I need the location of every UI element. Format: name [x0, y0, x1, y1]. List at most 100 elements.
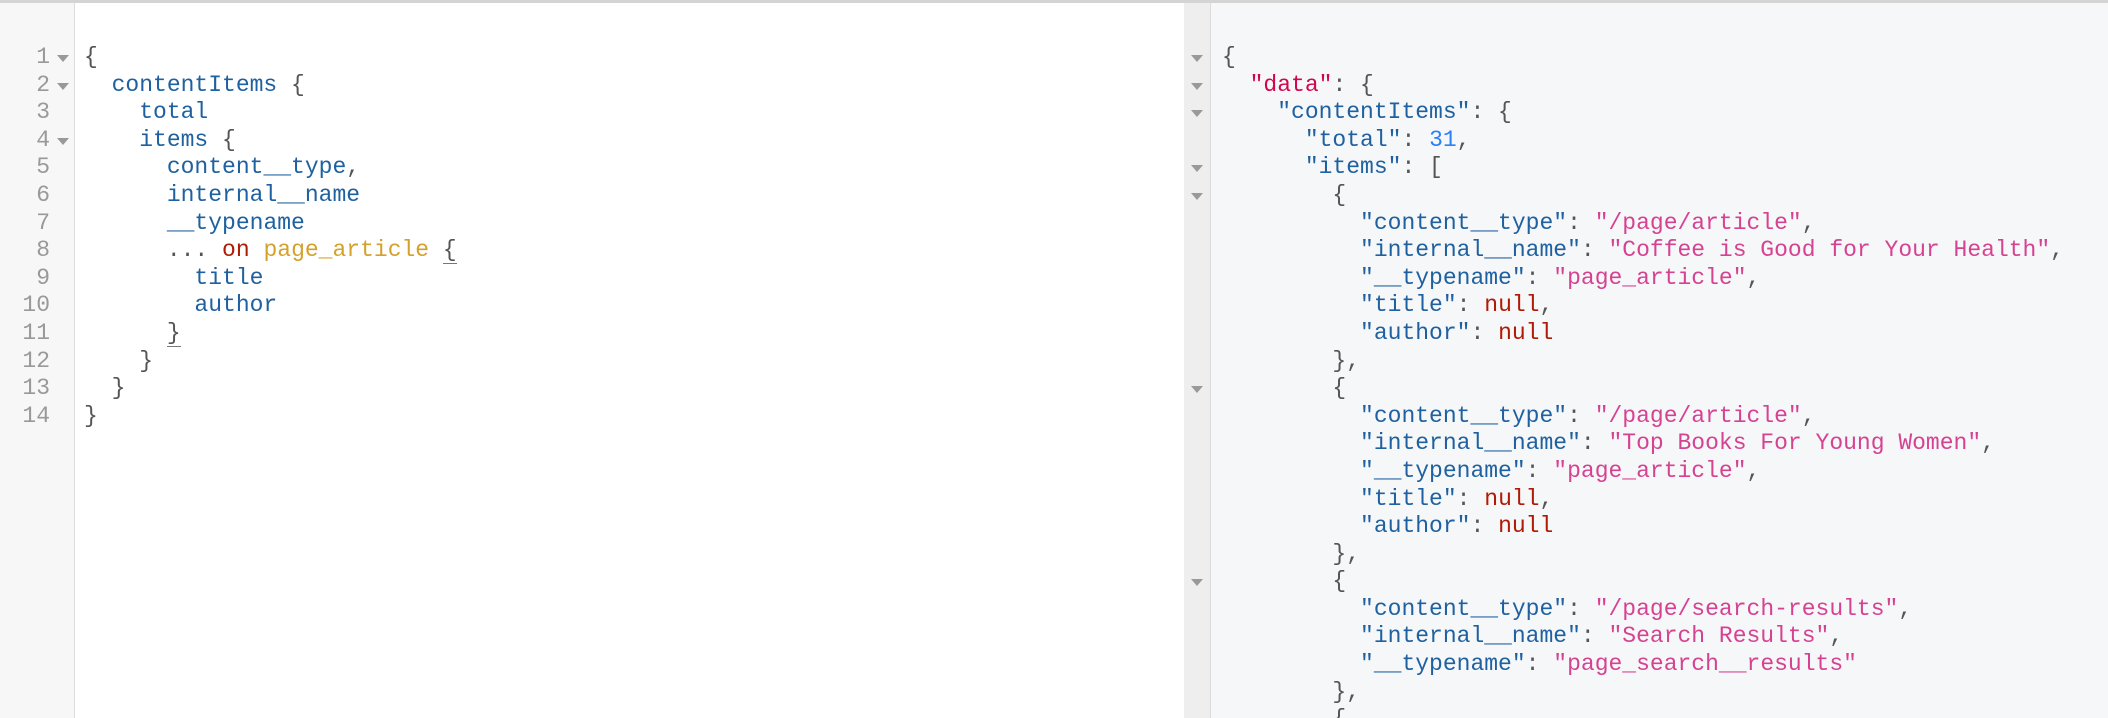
code-line[interactable]: {: [1184, 182, 2108, 210]
code-text: "data": {: [1222, 72, 1374, 100]
code-line[interactable]: {: [1184, 44, 2108, 72]
fold-arrow-icon[interactable]: [1191, 579, 1203, 587]
token-punct: }: [111, 375, 126, 402]
code-line[interactable]: "total": 31,: [1184, 127, 2108, 155]
code-line[interactable]: 6 internal__name: [0, 182, 1184, 210]
code-line[interactable]: "items": [: [1184, 154, 2108, 182]
code-line[interactable]: "title": null,: [1184, 486, 2108, 514]
code-line[interactable]: "__typename": "page_article",: [1184, 458, 2108, 486]
fold-arrow-icon[interactable]: [1191, 110, 1203, 118]
token-key: "internal__name": [1360, 623, 1581, 650]
token-punct: {: [1222, 44, 1236, 70]
result-viewer[interactable]: { "data": { "contentItems": { "total": 3…: [1184, 3, 2108, 718]
token-punct: ,: [1898, 595, 1913, 622]
code-text: "content__type": "/page/search-results",: [1222, 596, 1912, 624]
code-line[interactable]: "internal__name": "Search Results",: [1184, 623, 2108, 651]
token-null: null: [1484, 485, 1540, 512]
token-field: items: [139, 126, 209, 153]
code-text: "__typename": "page_search__results": [1222, 651, 1857, 679]
line-number: 12: [22, 347, 50, 374]
code-text: internal__name: [84, 182, 360, 210]
token-punct: ,: [1801, 402, 1816, 429]
token-punct: {: [1332, 706, 1346, 718]
code-line[interactable]: "author": null: [1184, 320, 2108, 348]
code-line[interactable]: {: [1184, 568, 2108, 596]
code-line[interactable]: "__typename": "page_article",: [1184, 265, 2108, 293]
code-line[interactable]: "contentItems": {: [1184, 99, 2108, 127]
token-punct: : [: [1401, 154, 1443, 181]
token-key: "total": [1304, 126, 1402, 153]
token-punct: ,: [1981, 430, 1995, 457]
token-punct: ,: [346, 154, 361, 181]
code-line[interactable]: 7 __typename: [0, 210, 1184, 238]
fold-arrow-icon[interactable]: [1191, 165, 1203, 173]
code-text: }: [84, 403, 98, 431]
token-punct: {: [208, 126, 236, 153]
code-line[interactable]: 9 title: [0, 265, 1184, 293]
code-line[interactable]: "data": {: [1184, 72, 2108, 100]
code-line[interactable]: 1{: [0, 44, 1184, 72]
token-punct: {: [1332, 375, 1347, 402]
token-field: __typename: [166, 209, 305, 236]
token-punct: :: [1401, 126, 1430, 153]
fold-arrow-icon[interactable]: [1191, 386, 1203, 394]
code-text: "total": 31,: [1222, 126, 1471, 155]
token-punct: ,: [1746, 457, 1761, 484]
code-line[interactable]: "content__type": "/page/article",: [1184, 403, 2108, 431]
fold-arrow-icon[interactable]: [1191, 82, 1203, 90]
code-line[interactable]: "content__type": "/page/article",: [1184, 210, 2108, 238]
line-number: 9: [36, 264, 50, 291]
code-line[interactable]: "internal__name": "Top Books For Young W…: [1184, 430, 2108, 458]
code-text: "title": null,: [1222, 486, 1553, 514]
code-line[interactable]: 12 }: [0, 348, 1184, 376]
code-text: "internal__name": "Search Results",: [1222, 623, 1843, 651]
code-line[interactable]: "internal__name": "Coffee is Good for Yo…: [1184, 237, 2108, 265]
token-punct: },: [1332, 540, 1361, 567]
code-line[interactable]: 4 items {: [0, 127, 1184, 155]
line-number: 3: [36, 99, 50, 126]
fold-arrow-icon[interactable]: [1191, 192, 1203, 200]
token-punct: :: [1580, 237, 1609, 264]
token-punct: {: [1332, 181, 1347, 208]
code-line[interactable]: 8 ... on page_article {: [0, 237, 1184, 265]
token-string: "/page/article": [1594, 209, 1802, 236]
code-text: "author": null: [1222, 513, 1553, 541]
code-line[interactable]: "content__type": "/page/search-results",: [1184, 596, 2108, 624]
token-field: contentItems: [111, 71, 278, 98]
token-string: "Search Results": [1608, 623, 1830, 650]
code-line[interactable]: 2 contentItems {: [0, 72, 1184, 100]
code-text: "__typename": "page_article",: [1222, 458, 1760, 486]
token-punct: ,: [1539, 485, 1554, 512]
fold-arrow-icon[interactable]: [57, 55, 69, 62]
fold-arrow-icon[interactable]: [57, 82, 69, 90]
fold-arrow-icon[interactable]: [1191, 55, 1203, 62]
code-line[interactable]: "author": null: [1184, 513, 2108, 541]
code-line[interactable]: 5 content__type,: [0, 154, 1184, 182]
code-line[interactable]: 10 author: [0, 292, 1184, 320]
code-line[interactable]: },: [1184, 679, 2108, 707]
code-line[interactable]: "__typename": "page_search__results": [1184, 651, 2108, 679]
token-key: "__typename": [1360, 264, 1526, 291]
code-line[interactable]: 13 }: [0, 375, 1184, 403]
fold-arrow-icon[interactable]: [57, 137, 69, 145]
token-punct: :: [1525, 457, 1554, 484]
code-line[interactable]: {: [1184, 706, 2108, 718]
code-text: {: [1222, 375, 1346, 403]
code-text: }: [84, 348, 153, 376]
code-line[interactable]: 14}: [0, 403, 1184, 431]
code-line[interactable]: {: [1184, 375, 2108, 403]
code-text: __typename: [84, 210, 305, 238]
code-text: }: [84, 375, 126, 403]
token-key: "content__type": [1360, 402, 1568, 429]
pane-resize-handle[interactable]: [256, 0, 286, 4]
line-number: 6: [36, 181, 50, 208]
token-number: 31: [1429, 126, 1457, 153]
code-line[interactable]: },: [1184, 348, 2108, 376]
code-line[interactable]: "title": null,: [1184, 292, 2108, 320]
code-line[interactable]: 3 total: [0, 99, 1184, 127]
token-field: title: [194, 264, 264, 291]
code-text: {: [1222, 568, 1346, 596]
code-line[interactable]: },: [1184, 541, 2108, 569]
code-line[interactable]: 11 }: [0, 319, 1184, 348]
